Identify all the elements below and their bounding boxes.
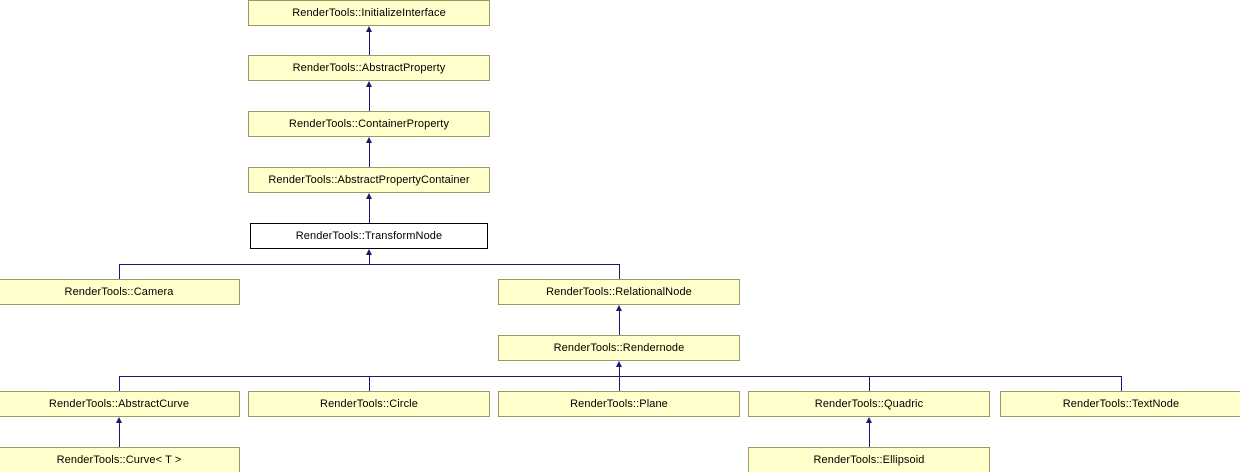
node-label-rendernode: RenderTools::Rendernode — [553, 342, 685, 354]
node-transform-node[interactable]: RenderTools::TransformNode — [250, 223, 488, 249]
node-label-transform-node: RenderTools::TransformNode — [295, 230, 443, 242]
node-plane[interactable]: RenderTools::Plane — [498, 391, 740, 417]
edge-line-relational-node-rendernode — [619, 311, 620, 335]
inheritance-arrow-transform-node — [366, 193, 372, 199]
node-initialize-interface[interactable]: RenderTools::InitializeInterface — [248, 0, 490, 26]
node-label-quadric: RenderTools::Quadric — [814, 398, 924, 410]
edge-drop-text-node — [1121, 376, 1122, 391]
inheritance-arrow-ellipsoid — [866, 417, 872, 423]
node-circle[interactable]: RenderTools::Circle — [248, 391, 490, 417]
node-label-ellipsoid: RenderTools::Ellipsoid — [813, 454, 925, 466]
node-label-text-node: RenderTools::TextNode — [1062, 398, 1180, 410]
inheritance-arrow-container-property — [366, 81, 372, 87]
edge-line-abstract-curve-curve-t — [119, 423, 120, 447]
edge-drop-relational-node — [619, 264, 620, 279]
inheritance-arrow-transform-node — [366, 249, 372, 255]
node-relational-node[interactable]: RenderTools::RelationalNode — [498, 279, 740, 305]
inheritance-arrow-curve-t — [116, 417, 122, 423]
node-abstract-property[interactable]: RenderTools::AbstractProperty — [248, 55, 490, 81]
inheritance-arrow-rendernode — [616, 361, 622, 367]
node-curve-t[interactable]: RenderTools::Curve< T > — [0, 447, 240, 472]
node-label-curve-t: RenderTools::Curve< T > — [56, 454, 182, 466]
edge-line-initialize-interface-abstract-property — [369, 32, 370, 55]
node-label-camera: RenderTools::Camera — [64, 286, 174, 298]
node-quadric[interactable]: RenderTools::Quadric — [748, 391, 990, 417]
node-label-circle: RenderTools::Circle — [320, 398, 418, 410]
node-abstract-property-container[interactable]: RenderTools::AbstractPropertyContainer — [248, 167, 490, 193]
node-camera[interactable]: RenderTools::Camera — [0, 279, 240, 305]
node-container-property[interactable]: RenderTools::ContainerProperty — [248, 111, 490, 137]
edge-drop-plane — [619, 376, 620, 391]
node-label-abstract-curve: RenderTools::AbstractCurve — [48, 398, 190, 410]
node-text-node[interactable]: RenderTools::TextNode — [1000, 391, 1240, 417]
edge-line-abstract-property-container-transform-node — [369, 199, 370, 223]
node-label-abstract-property: RenderTools::AbstractProperty — [292, 62, 446, 74]
node-label-abstract-property-container: RenderTools::AbstractPropertyContainer — [268, 174, 470, 186]
node-abstract-curve[interactable]: RenderTools::AbstractCurve — [0, 391, 240, 417]
edge-drop-circle — [369, 376, 370, 391]
inheritance-arrow-rendernode — [616, 305, 622, 311]
edge-drop-camera — [119, 264, 120, 279]
inheritance-arrow-abstract-property — [366, 26, 372, 32]
edge-stem-transform-node — [369, 255, 370, 264]
edge-bus-rendernode — [119, 376, 1121, 377]
node-label-initialize-interface: RenderTools::InitializeInterface — [292, 7, 446, 19]
edge-stem-rendernode — [619, 367, 620, 376]
edge-line-abstract-property-container-property — [369, 87, 370, 111]
node-ellipsoid[interactable]: RenderTools::Ellipsoid — [748, 447, 990, 472]
node-label-container-property: RenderTools::ContainerProperty — [288, 118, 450, 130]
edge-line-quadric-ellipsoid — [869, 423, 870, 447]
edge-bus-transform-node — [119, 264, 619, 265]
edge-line-container-property-abstract-property-container — [369, 143, 370, 167]
node-label-relational-node: RenderTools::RelationalNode — [546, 286, 692, 298]
node-label-plane: RenderTools::Plane — [570, 398, 668, 410]
edge-drop-quadric — [869, 376, 870, 391]
node-rendernode[interactable]: RenderTools::Rendernode — [498, 335, 740, 361]
edge-drop-abstract-curve — [119, 376, 120, 391]
inheritance-arrow-abstract-property-container — [366, 137, 372, 143]
